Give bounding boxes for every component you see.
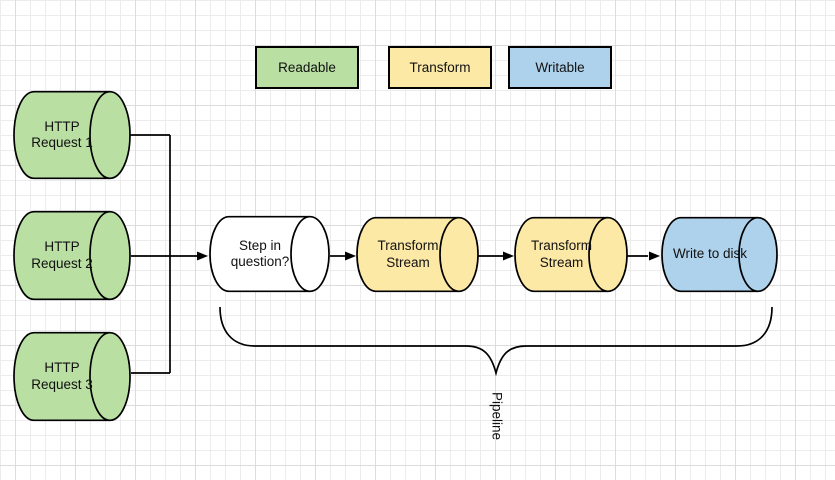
cylinder-body-outline: [514, 216, 608, 293]
cylinder-cap: [588, 216, 628, 293]
node-http-request-3: HTTP Request 3: [13, 331, 131, 422]
node-transform-stream-2: Transform Stream: [514, 216, 628, 293]
pipeline-brace: [219, 306, 773, 377]
arrowhead-into-transform1: [345, 251, 356, 261]
cylinder-shape: [356, 216, 479, 293]
node-step-in-question: Step in question?: [209, 215, 330, 293]
node-write-to-disk: Write to disk: [661, 216, 778, 293]
cylinder-body-outline: [13, 331, 110, 422]
cylinder-body-fill: [210, 216, 310, 292]
cylinder-body-fill: [14, 91, 110, 179]
arrowhead-into-write: [649, 251, 660, 261]
cylinder-shape: [209, 215, 330, 293]
cylinder-body-fill: [662, 217, 758, 292]
cylinder-cap: [89, 90, 131, 180]
pipeline-label: Pipeline: [489, 391, 505, 441]
legend-writable-label: Writable: [535, 60, 585, 75]
legend-readable: Readable: [255, 46, 359, 89]
cylinder-shape: [661, 216, 778, 293]
cylinder-shape: [13, 90, 131, 180]
legend-readable-label: Readable: [278, 60, 336, 75]
node-http-request-1: HTTP Request 1: [13, 90, 131, 180]
legend-transform: Transform: [388, 46, 492, 89]
cylinder-shape: [514, 216, 628, 293]
cylinder-cap: [439, 216, 479, 293]
cylinder-body-fill: [357, 217, 459, 292]
cylinder-body-outline: [13, 90, 110, 180]
arrowhead-into-transform2: [503, 251, 514, 261]
node-transform-stream-1: Transform Stream: [356, 216, 479, 293]
legend-transform-label: Transform: [409, 60, 471, 75]
cylinder-body-fill: [515, 217, 608, 292]
cylinder-body-outline: [209, 215, 310, 293]
cylinder-shape: [13, 331, 131, 422]
cylinder-body-fill: [14, 332, 110, 421]
cylinder-body-outline: [356, 216, 459, 293]
cylinder-body-fill: [14, 211, 110, 300]
cylinder-cap: [738, 216, 778, 293]
arrowhead-into-step: [197, 251, 208, 261]
legend-writable: Writable: [508, 46, 612, 89]
cylinder-cap: [290, 215, 330, 293]
cylinder-shape: [13, 210, 131, 301]
cylinder-body-outline: [13, 210, 110, 301]
cylinder-cap: [89, 331, 131, 422]
node-http-request-2: HTTP Request 2: [13, 210, 131, 301]
cylinder-cap: [89, 210, 131, 301]
cylinder-body-outline: [661, 216, 758, 293]
